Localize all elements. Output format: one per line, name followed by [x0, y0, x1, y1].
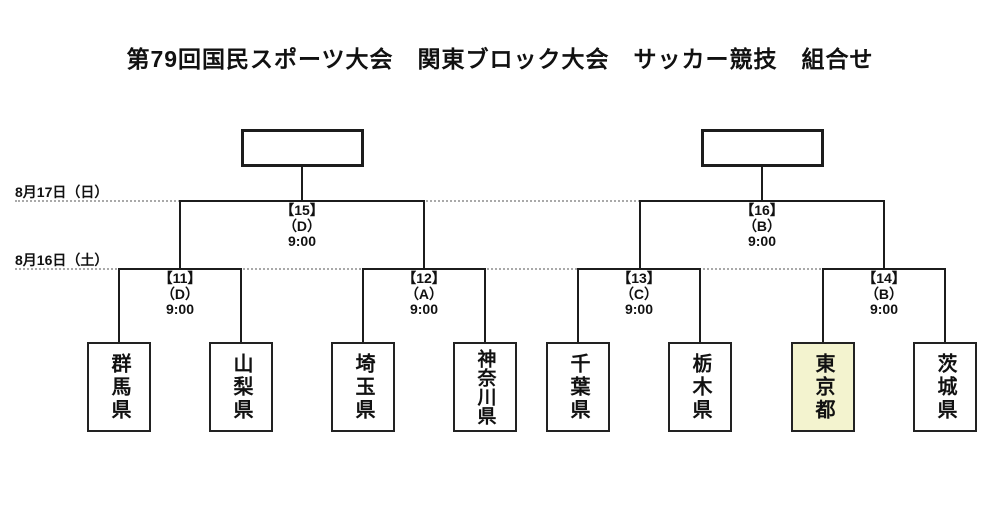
- team-name: 千葉県: [567, 352, 589, 422]
- match-time: 9:00: [869, 301, 899, 317]
- connector-line: [301, 166, 303, 202]
- team-name: 山梨県: [230, 352, 252, 422]
- connector-line: [822, 268, 824, 344]
- match-time: 9:00: [287, 233, 317, 249]
- team-name: 栃木県: [689, 352, 711, 422]
- bracket-line-match14: [822, 268, 946, 270]
- connector-line: [944, 268, 946, 344]
- match-time: 9:00: [624, 301, 654, 317]
- winner-box-left: [241, 129, 364, 167]
- team-name: 埼玉県: [352, 352, 374, 422]
- bracket-line-match11: [118, 268, 242, 270]
- connector-line: [118, 268, 120, 344]
- connector-line: [883, 200, 885, 270]
- match-label-13: 【13】 （C） 9:00: [594, 270, 684, 318]
- bracket-line-match12: [362, 268, 486, 270]
- date-row-line-aug17: [15, 200, 884, 202]
- match-venue: （C）: [619, 285, 659, 302]
- match-number: 【13】: [617, 270, 661, 286]
- bracket-line-match15: [179, 200, 425, 202]
- match-label-14: 【14】 （B） 9:00: [839, 270, 929, 318]
- connector-line: [639, 200, 641, 270]
- team-box-kanagawa: 神奈川県: [453, 342, 517, 432]
- team-name: 群馬県: [108, 352, 130, 422]
- match-number: 【15】: [280, 202, 324, 218]
- match-time: 9:00: [747, 233, 777, 249]
- date-label-aug16: 8月16日（土）: [15, 252, 109, 268]
- bracket-line-match13: [577, 268, 701, 270]
- match-time: 9:00: [165, 301, 195, 317]
- match-venue: （B）: [742, 217, 782, 234]
- match-label-11: 【11】 （D） 9:00: [135, 270, 225, 318]
- connector-line: [423, 200, 425, 270]
- connector-line: [179, 200, 181, 270]
- connector-line: [484, 268, 486, 344]
- connector-line: [761, 166, 763, 202]
- match-time: 9:00: [409, 301, 439, 317]
- connector-line: [699, 268, 701, 344]
- match-number: 【12】: [402, 270, 446, 286]
- team-box-tokyo: 東京都: [791, 342, 855, 432]
- team-box-gunma: 群馬県: [87, 342, 151, 432]
- winner-box-right: [701, 129, 824, 167]
- team-box-yamanashi: 山梨県: [209, 342, 273, 432]
- team-box-saitama: 埼玉県: [331, 342, 395, 432]
- team-name: 茨城県: [934, 352, 956, 422]
- match-label-16: 【16】 （B） 9:00: [717, 202, 807, 250]
- match-venue: （A）: [404, 285, 444, 302]
- page-title: 第79回国民スポーツ大会 関東ブロック大会 サッカー競技 組合せ: [126, 46, 874, 72]
- match-label-15: 【15】 （D） 9:00: [257, 202, 347, 250]
- team-box-ibaraki: 茨城県: [913, 342, 977, 432]
- team-box-tochigi: 栃木県: [668, 342, 732, 432]
- bracket-line-match16: [639, 200, 885, 202]
- connector-line: [240, 268, 242, 344]
- match-venue: （B）: [864, 285, 904, 302]
- team-name: 東京都: [812, 352, 834, 422]
- match-number: 【16】: [740, 202, 784, 218]
- match-label-12: 【12】 （A） 9:00: [379, 270, 469, 318]
- match-venue: （D）: [160, 285, 200, 302]
- date-label-aug17: 8月17日（日）: [15, 184, 109, 200]
- connector-line: [362, 268, 364, 344]
- connector-line: [577, 268, 579, 344]
- team-box-chiba: 千葉県: [546, 342, 610, 432]
- match-number: 【14】: [862, 270, 906, 286]
- match-venue: （D）: [282, 217, 322, 234]
- match-number: 【11】: [158, 270, 202, 286]
- team-name: 神奈川県: [474, 349, 496, 425]
